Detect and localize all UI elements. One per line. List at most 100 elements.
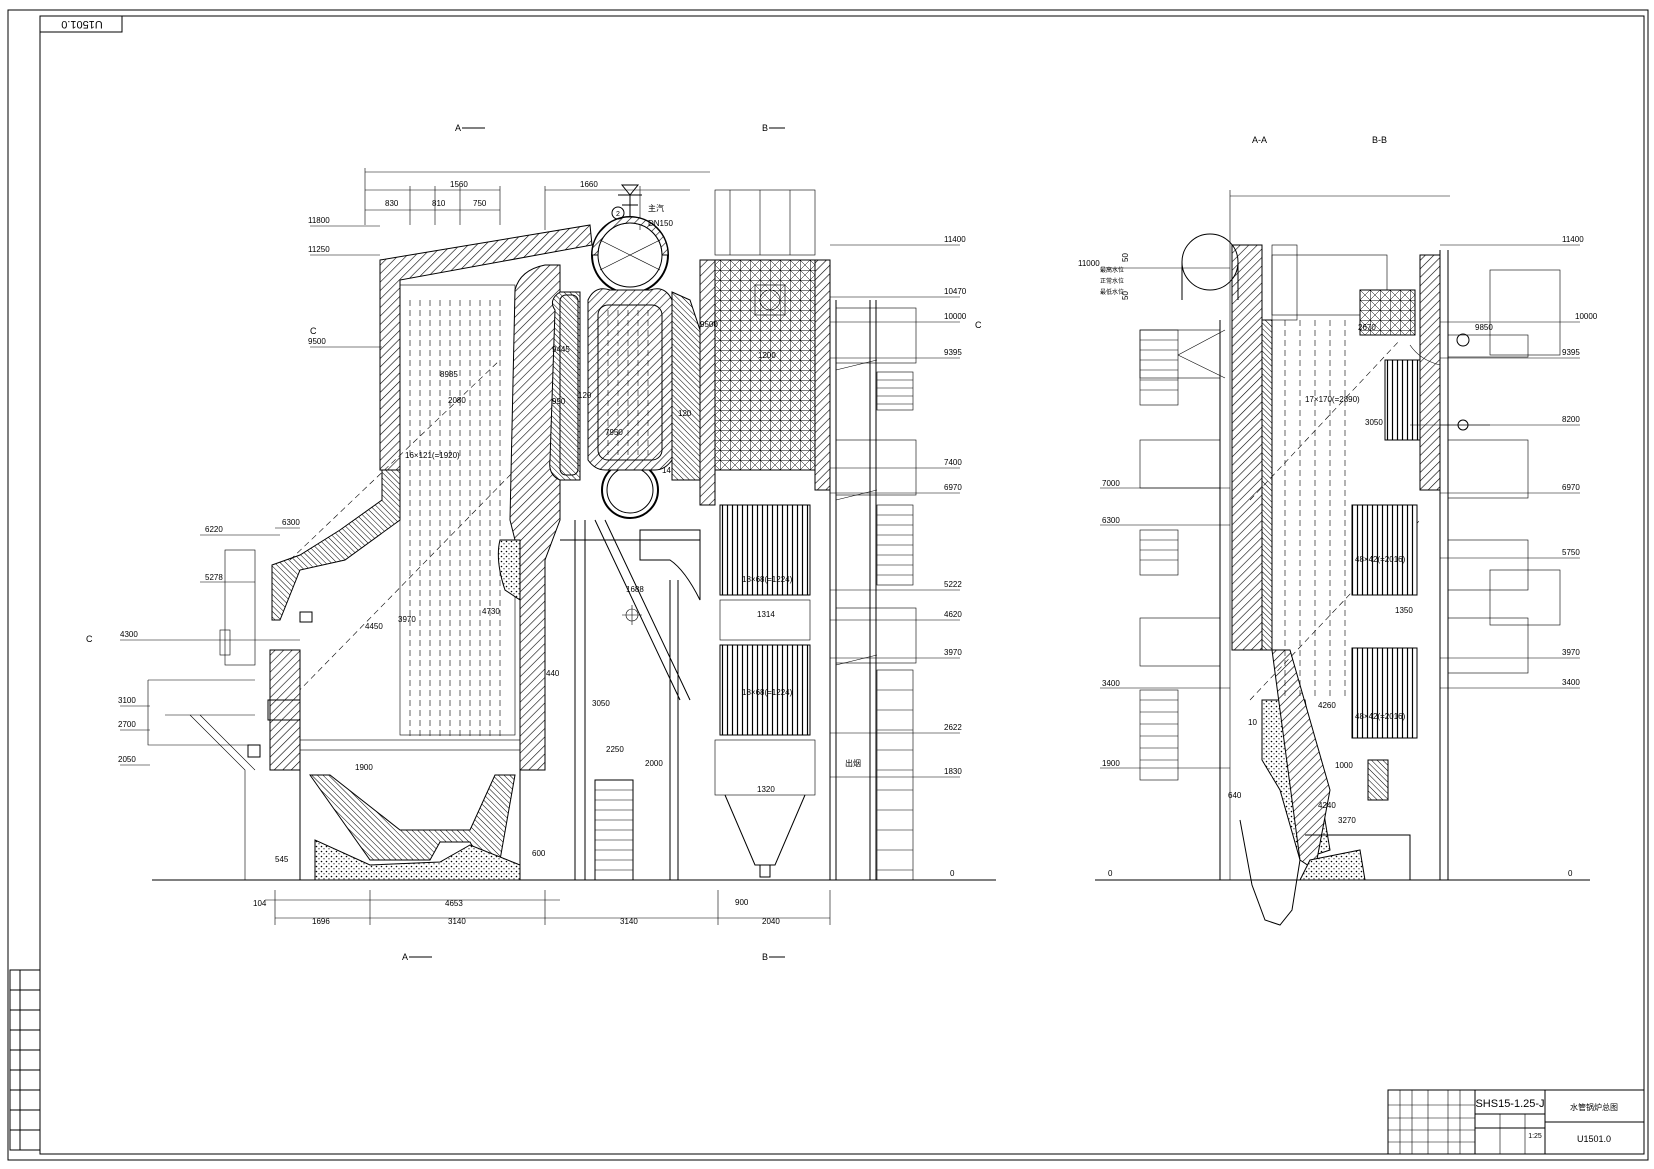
dim-inner: 120 [678, 409, 692, 418]
elev-sec-right: 3400 [1562, 678, 1580, 687]
title-name: 水管锅炉总图 [1570, 1102, 1618, 1112]
elev-left: 6300 [282, 518, 300, 527]
dim-inner: 2000 [645, 759, 663, 768]
drawing-text: A B A B C C C A-A B-B 11800 11250 9500 6… [86, 123, 1598, 962]
elev-sec-right: 0 [1568, 869, 1573, 878]
elev-left: 4300 [120, 630, 138, 639]
elev-sec-left: 0 [1108, 869, 1113, 878]
dim-sec-inner: 2670 [1358, 323, 1376, 332]
elev-mid: 2622 [944, 723, 962, 732]
section-mark-a-bottom: A [402, 952, 408, 962]
elev-left: 11800 [308, 216, 330, 225]
label-main-steam: 主汽 [648, 203, 664, 213]
elev-sec-left: 1900 [1102, 759, 1120, 768]
elev-left: 11250 [308, 245, 330, 254]
dim-top: DN150 [648, 219, 673, 228]
dim-bottom: 104 [253, 899, 267, 908]
elev-sec-right: 3970 [1562, 648, 1580, 657]
elev-mid: 10470 [944, 287, 967, 296]
dim-inner: 1900 [355, 763, 373, 772]
label-water-low: 最低水位 [1100, 288, 1124, 296]
label-elev-50a: 50 [1121, 253, 1130, 262]
elev-sec-left: 11000 [1078, 259, 1100, 268]
elev-left: 3100 [118, 696, 136, 705]
section-mark-b-bottom: B [762, 952, 768, 962]
label-elev-50b: 50 [1121, 291, 1130, 300]
elev-mid: 1830 [944, 767, 962, 776]
elev-mid: 11400 [944, 235, 966, 244]
dim-inner: 990 [552, 397, 566, 406]
dim-inner: 18×68(=1224) [742, 688, 793, 697]
dim-inner: 3050 [592, 699, 610, 708]
title-model: SHS15-1.25-J [1475, 1098, 1544, 1110]
dim-top: 830 [385, 199, 399, 208]
dim-bottom: 545 [275, 855, 289, 864]
elev-sec-right: 11400 [1562, 235, 1584, 244]
elev-mid: 3970 [944, 648, 962, 657]
elev-mid: 6970 [944, 483, 962, 492]
elev-mid: 10000 [944, 312, 967, 321]
dim-sec-inner: 4240 [1318, 801, 1336, 810]
dim-sec-inner: 1350 [1395, 606, 1413, 615]
elev-sec-left: 3400 [1102, 679, 1120, 688]
dim-top: 810 [432, 199, 446, 208]
dim-inner: 7950 [605, 428, 623, 437]
valve-number: 2 [616, 211, 620, 218]
elev-left: 9500 [308, 337, 326, 346]
left-signature-strip [9, 969, 41, 1151]
dim-sec-inner: 3270 [1338, 816, 1356, 825]
elev-mid: 7400 [944, 458, 962, 467]
dim-sec-inner: 17×170(=2890) [1305, 395, 1360, 404]
elev-sec-right: 6970 [1562, 483, 1580, 492]
section-mark-a-top: A [455, 123, 461, 133]
section-mark-b-top: B [762, 123, 768, 133]
elev-left: 2700 [118, 720, 136, 729]
label-flue-out: 出烟 [845, 758, 861, 768]
elev-mid: 9395 [944, 348, 962, 357]
elev-sec-right: 5750 [1562, 548, 1580, 557]
dim-inner: 9500 [700, 320, 718, 329]
label-water-high: 最高水位 [1100, 266, 1124, 274]
outer-border [7, 9, 1649, 1161]
dim-sec-inner: 3050 [1365, 418, 1383, 427]
dim-top: 1560 [450, 180, 468, 189]
dim-bottom: 2040 [762, 917, 780, 926]
title-scale: 1:25 [1528, 1133, 1542, 1140]
label-water-normal: 正常水位 [1100, 277, 1124, 285]
dim-sec-inner: 10 [1248, 718, 1257, 727]
elev-left: 6220 [205, 525, 223, 534]
dim-bottom: 600 [532, 849, 546, 858]
section-mark-c-left: C [310, 326, 317, 336]
elev-sec-right: 9395 [1562, 348, 1580, 357]
section-mark-c-right: C [975, 320, 982, 330]
dim-sec-inner: 9850 [1475, 323, 1493, 332]
dim-sec-inner: 48×42(=2016) [1355, 555, 1406, 564]
dim-inner: 1688 [626, 585, 644, 594]
corner-tag-text: U1501.0 [61, 18, 103, 30]
dim-inner: 8985 [440, 370, 458, 379]
title-block: SHS15-1.25-J 水管锅炉总图 1:25 U1501.0 [1387, 1089, 1645, 1155]
dim-inner: 4450 [365, 622, 383, 631]
dim-inner: 120 [578, 391, 592, 400]
main-elevation-view: 2 [120, 168, 996, 925]
dim-inner: 16×121(=1920) [405, 451, 460, 460]
dim-inner: 2250 [606, 745, 624, 754]
elev-left: 2050 [118, 755, 136, 764]
dim-inner: 440 [546, 669, 560, 678]
dim-inner: 1200 [758, 351, 776, 360]
dim-inner: 1314 [757, 610, 775, 619]
elev-mid: 5222 [944, 580, 962, 589]
elev-sec-right: 8200 [1562, 415, 1580, 424]
dim-bottom: 1696 [312, 917, 330, 926]
dim-bottom: 4653 [445, 899, 463, 908]
title-drawing-no: U1501.0 [1577, 1134, 1611, 1144]
elev-left: 5278 [205, 573, 223, 582]
dim-inner: 3970 [398, 615, 416, 624]
dim-inner: 1320 [757, 785, 775, 794]
dim-inner: 18×68(=1224) [742, 575, 793, 584]
elev-sec-left: 6300 [1102, 516, 1120, 525]
elev-sec-left: 7000 [1102, 479, 1120, 488]
dim-inner: 4730 [482, 607, 500, 616]
dim-sec-inner: 4260 [1318, 701, 1336, 710]
